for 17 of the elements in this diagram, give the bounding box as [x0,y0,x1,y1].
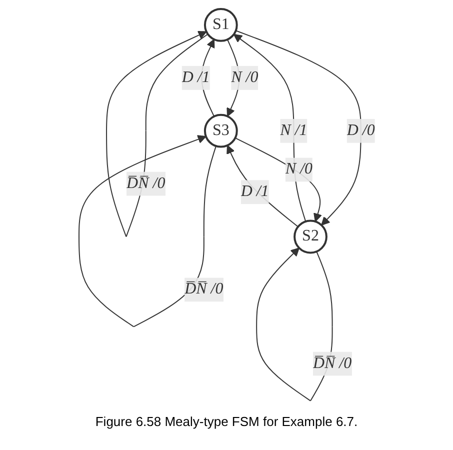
edge-label: D /1 [240,183,268,200]
edge-label: N /1 [280,122,307,139]
node-circle: S1 [204,8,238,42]
edge-label: D /1 [181,68,210,86]
edge-label: N /0 [284,160,312,178]
arrow [226,145,298,228]
edge-label: D /0 [346,122,374,139]
edge-label: D̅N̅ /0 [126,174,165,192]
edge-label: N /0 [230,68,258,86]
arrow [234,138,322,222]
arrow [234,30,361,226]
arrow [232,34,306,222]
edge-label: D̅N̅ /0 [184,280,223,298]
edge-label: D̅N̅ /0 [312,354,352,372]
figure-caption: Figure 6.58 Mealy-type FSM for Example 6.7. [94,414,359,429]
node-circle: S2 [293,220,328,254]
node-circle: S3 [204,114,238,148]
